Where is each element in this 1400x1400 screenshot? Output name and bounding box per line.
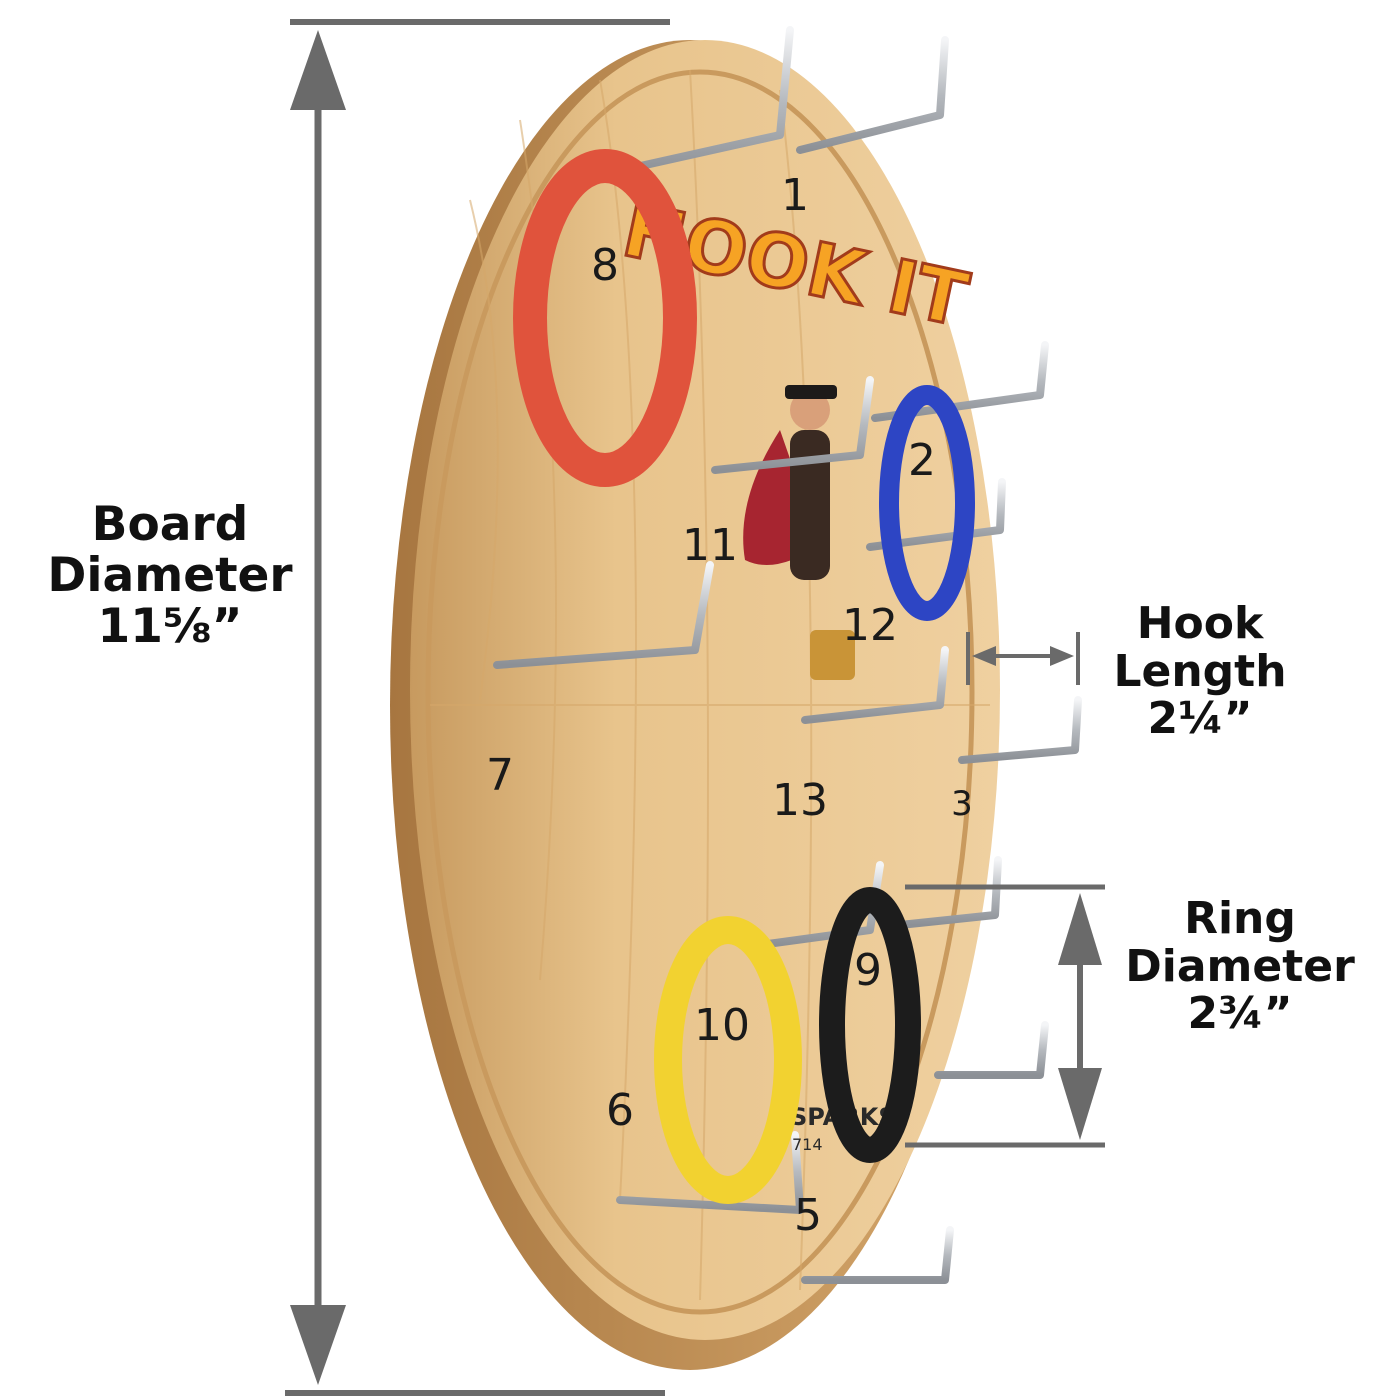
ring-diameter-value: 2¾” (1187, 988, 1293, 1040)
hook-11 (711, 376, 874, 474)
rings (513, 149, 975, 1204)
board-number-8: 8 (591, 240, 619, 291)
board-number-7: 7 (486, 750, 514, 801)
board-number-2: 2 (908, 435, 936, 486)
hook-9 (756, 861, 884, 949)
red-ring (513, 149, 697, 487)
hooks (493, 26, 1082, 1284)
pirate-hat (785, 385, 837, 399)
dimension-lines (285, 19, 1105, 1396)
board-number-5: 5 (794, 1190, 822, 1241)
board-number-1: 1 (781, 170, 809, 221)
hook-6 (616, 1131, 804, 1214)
board-face (410, 40, 1000, 1340)
board-number-9: 9 (854, 945, 882, 996)
pirate-head (790, 390, 830, 430)
ring-diameter-subtitle: Diameter (1125, 940, 1355, 992)
board-numbers: 1 2 3 5 6 7 8 9 10 11 12 13 (486, 170, 973, 1241)
ring-diameter-label: Ring Diameter 2¾” (1090, 895, 1390, 1038)
hook-length-value: 2¼” (1147, 693, 1253, 745)
ring-arrow-up (1058, 893, 1102, 965)
board-number-10: 10 (694, 1000, 750, 1051)
hook-length-title: Hook (1136, 598, 1264, 649)
hook-12 (801, 646, 949, 724)
hook-arrow-right (1050, 646, 1074, 666)
pirate-body (790, 430, 830, 580)
hook-9b (896, 856, 1002, 929)
blue-ring (879, 385, 975, 621)
pirate-illustration (743, 385, 855, 680)
black-ring (819, 887, 921, 1163)
hook-3 (958, 696, 1082, 764)
board-rim-groove (425, 69, 975, 1315)
hook-length-label: Hook Length 2¼” (1085, 600, 1315, 743)
hook-arrow-left (972, 646, 996, 666)
board-arrow-up (290, 30, 346, 110)
board-number-6: 6 (606, 1085, 634, 1136)
board-arrow-down (290, 1305, 346, 1385)
board-number-11: 11 (682, 520, 738, 571)
hook-5 (801, 1226, 954, 1284)
yellow-ring (654, 916, 802, 1204)
wood-grain (430, 69, 990, 1301)
treasure-chest (810, 630, 855, 680)
hook-2 (871, 341, 1049, 422)
board-number-12: 12 (842, 600, 898, 651)
board-diameter-subtitle: Diameter (47, 547, 293, 603)
board-diameter-value: 11⅝” (97, 598, 243, 654)
hook-length-subtitle: Length (1113, 645, 1287, 697)
board-number-3: 3 (951, 784, 973, 824)
hook-2b (866, 478, 1006, 551)
hook-1b (796, 36, 949, 154)
ring-diameter-title: Ring (1184, 893, 1296, 944)
board-diameter-label: Board Diameter 11⅝” (20, 497, 320, 654)
hook-7 (493, 561, 714, 669)
hook-4 (934, 1021, 1049, 1079)
model-text: 714 (792, 1135, 823, 1154)
board-number-13: 13 (772, 775, 828, 826)
board-diameter-title: Board (91, 497, 249, 552)
ring-arrow-down (1058, 1068, 1102, 1140)
hook-1 (596, 26, 794, 179)
